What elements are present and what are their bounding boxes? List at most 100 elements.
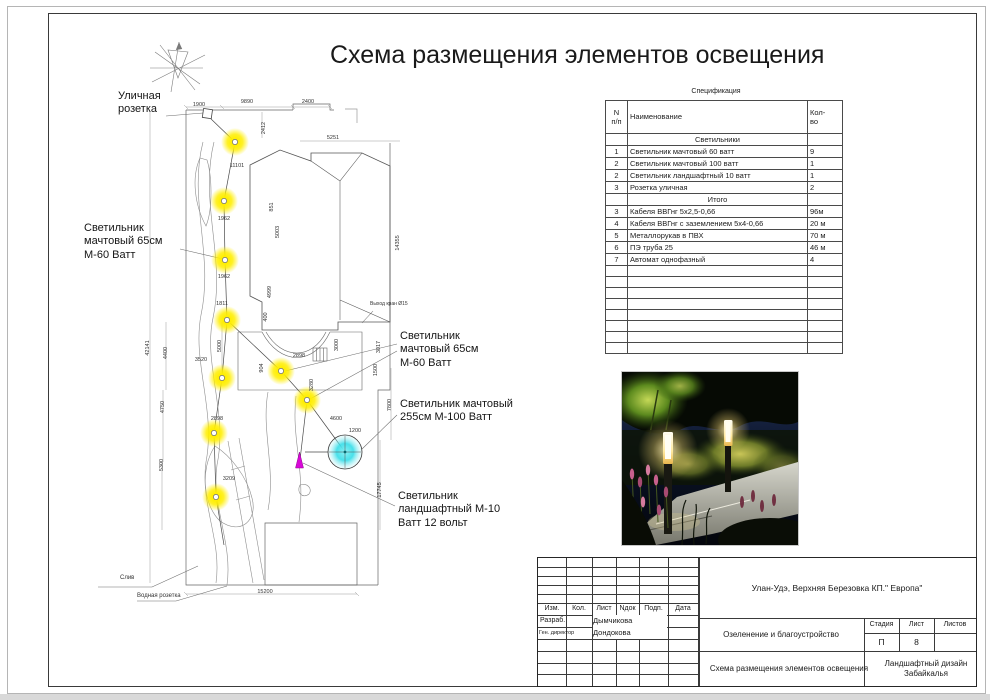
leader-lines — [98, 112, 398, 602]
svg-text:5251: 5251 — [327, 135, 339, 141]
spec-empty-row — [605, 298, 843, 310]
svg-text:4600: 4600 — [330, 416, 342, 422]
stamp-role-director: Ген. директор — [539, 629, 575, 636]
title-block: Изм. Кол. Лист Nдок Подп. Дата Разраб. Д… — [537, 557, 977, 687]
stamp-name-developer: Дымчикова — [593, 615, 667, 627]
street-outlet-label: Уличная розетка — [118, 90, 161, 116]
walkway — [227, 437, 265, 584]
spec-empty-row — [605, 320, 843, 332]
spec-empty-row — [605, 276, 843, 288]
svg-text:7800: 7800 — [387, 399, 393, 411]
svg-text:3520: 3520 — [195, 357, 207, 363]
svg-text:3280: 3280 — [309, 379, 315, 391]
drawing-frame — [48, 13, 977, 687]
stamp-sheet-value: 8 — [914, 636, 919, 647]
spec-section-row: Итого — [605, 193, 843, 206]
svg-text:2898: 2898 — [293, 353, 305, 359]
stamp-sheet-title: Схема размещения элементов освещения — [709, 663, 869, 673]
svg-text:11101: 11101 — [230, 163, 244, 169]
spec-empty-row — [605, 331, 843, 343]
dimension-lines — [149, 104, 400, 597]
stamp-col-ndok: Nдок — [619, 604, 636, 612]
photo-dark-red-spikes — [740, 490, 776, 512]
light-mast-60 — [267, 357, 295, 385]
svg-text:904: 904 — [259, 363, 265, 372]
light-landscape — [295, 451, 304, 469]
photo-grass-silhouette — [681, 499, 711, 545]
stamp-col-list: Лист — [596, 604, 612, 612]
mast-lights-60w — [200, 128, 321, 511]
photo-foreground-dark — [622, 480, 656, 545]
landscape-light-label: Светильник ландшафтный М-10 Ватт 12 воль… — [398, 490, 501, 529]
photo-bollard-right — [724, 420, 733, 492]
stamp-sheets-value — [934, 633, 976, 651]
stamp-stage-label: Стадия — [869, 621, 894, 629]
svg-text:1962: 1962 — [218, 216, 230, 222]
svg-text:1500: 1500 — [373, 364, 379, 376]
svg-text:3209: 3209 — [223, 476, 235, 482]
site-boundary — [185, 103, 391, 586]
svg-text:1200: 1200 — [349, 428, 361, 434]
svg-text:1900: 1900 — [193, 102, 205, 108]
light-mast-100 — [327, 434, 363, 470]
svg-text:2412: 2412 — [261, 122, 267, 134]
water-outlet-label: Водная розетка — [137, 593, 181, 599]
stamp-col-izm: Изм. — [544, 604, 560, 612]
stamp-col-podp: Подп. — [644, 604, 663, 612]
spec-caption: Спецификация — [691, 88, 741, 95]
stamp-section-name: Озеленение и благоустройство — [723, 629, 839, 639]
light-mast-60 — [202, 483, 230, 511]
spec-empty-row — [605, 265, 843, 277]
light-mast-60 — [211, 246, 239, 274]
spec-section-row: Светильники — [605, 133, 843, 146]
terrace-outline — [237, 331, 363, 391]
tap-label: Выход кран Ø15 — [370, 301, 408, 307]
svg-text:4400: 4400 — [163, 347, 169, 359]
svg-text:400: 400 — [263, 312, 269, 321]
svg-text:5000: 5000 — [217, 340, 223, 352]
spec-col-name: Наименование — [627, 100, 808, 134]
page-outer-border — [7, 6, 986, 694]
svg-text:9890: 9890 — [241, 99, 253, 105]
stamp-col-kol: Кол. — [572, 604, 586, 612]
photo-foreground-bush — [718, 518, 798, 545]
light-mast-60 — [293, 386, 321, 414]
stamp-sheet-label: Лист — [908, 621, 925, 629]
spec-empty-row — [605, 342, 843, 354]
svg-text:3017: 3017 — [376, 341, 382, 353]
svg-text:1811: 1811 — [216, 301, 228, 307]
stamp-col-data: Дата — [675, 604, 691, 612]
light-mast-60 — [208, 364, 236, 392]
dimension-labels: 1900 9890 2400 2412 5251 11101 1962 851 … — [145, 99, 401, 595]
svg-text:1962: 1962 — [218, 274, 230, 280]
compass-icon — [150, 41, 206, 93]
stamp-sheets-label: Листов — [943, 621, 967, 629]
svg-text:42141: 42141 — [145, 340, 151, 355]
stamp-stage-value: П — [878, 636, 885, 647]
page-title: Схема размещения элементов освещения — [330, 41, 825, 69]
svg-text:15200: 15200 — [257, 589, 272, 595]
light-mast-60 — [200, 419, 228, 447]
house-outline — [249, 149, 391, 331]
mast60-label-right: Светильник мачтовый 65см М-60 Ватт — [400, 330, 479, 369]
light-mast-60 — [213, 306, 241, 334]
stamp-project-name: Улан-Удэ, Верхняя Березовка КП." Европа" — [751, 582, 923, 593]
mast100-label: Светильник мачтовый 255см М-100 Ватт — [400, 398, 513, 424]
svg-text:4750: 4750 — [160, 401, 166, 413]
svg-text:851: 851 — [269, 202, 275, 211]
street-outlet-symbol — [201, 108, 213, 120]
svg-text:17745: 17745 — [377, 482, 383, 497]
light-mast-60 — [210, 187, 238, 215]
